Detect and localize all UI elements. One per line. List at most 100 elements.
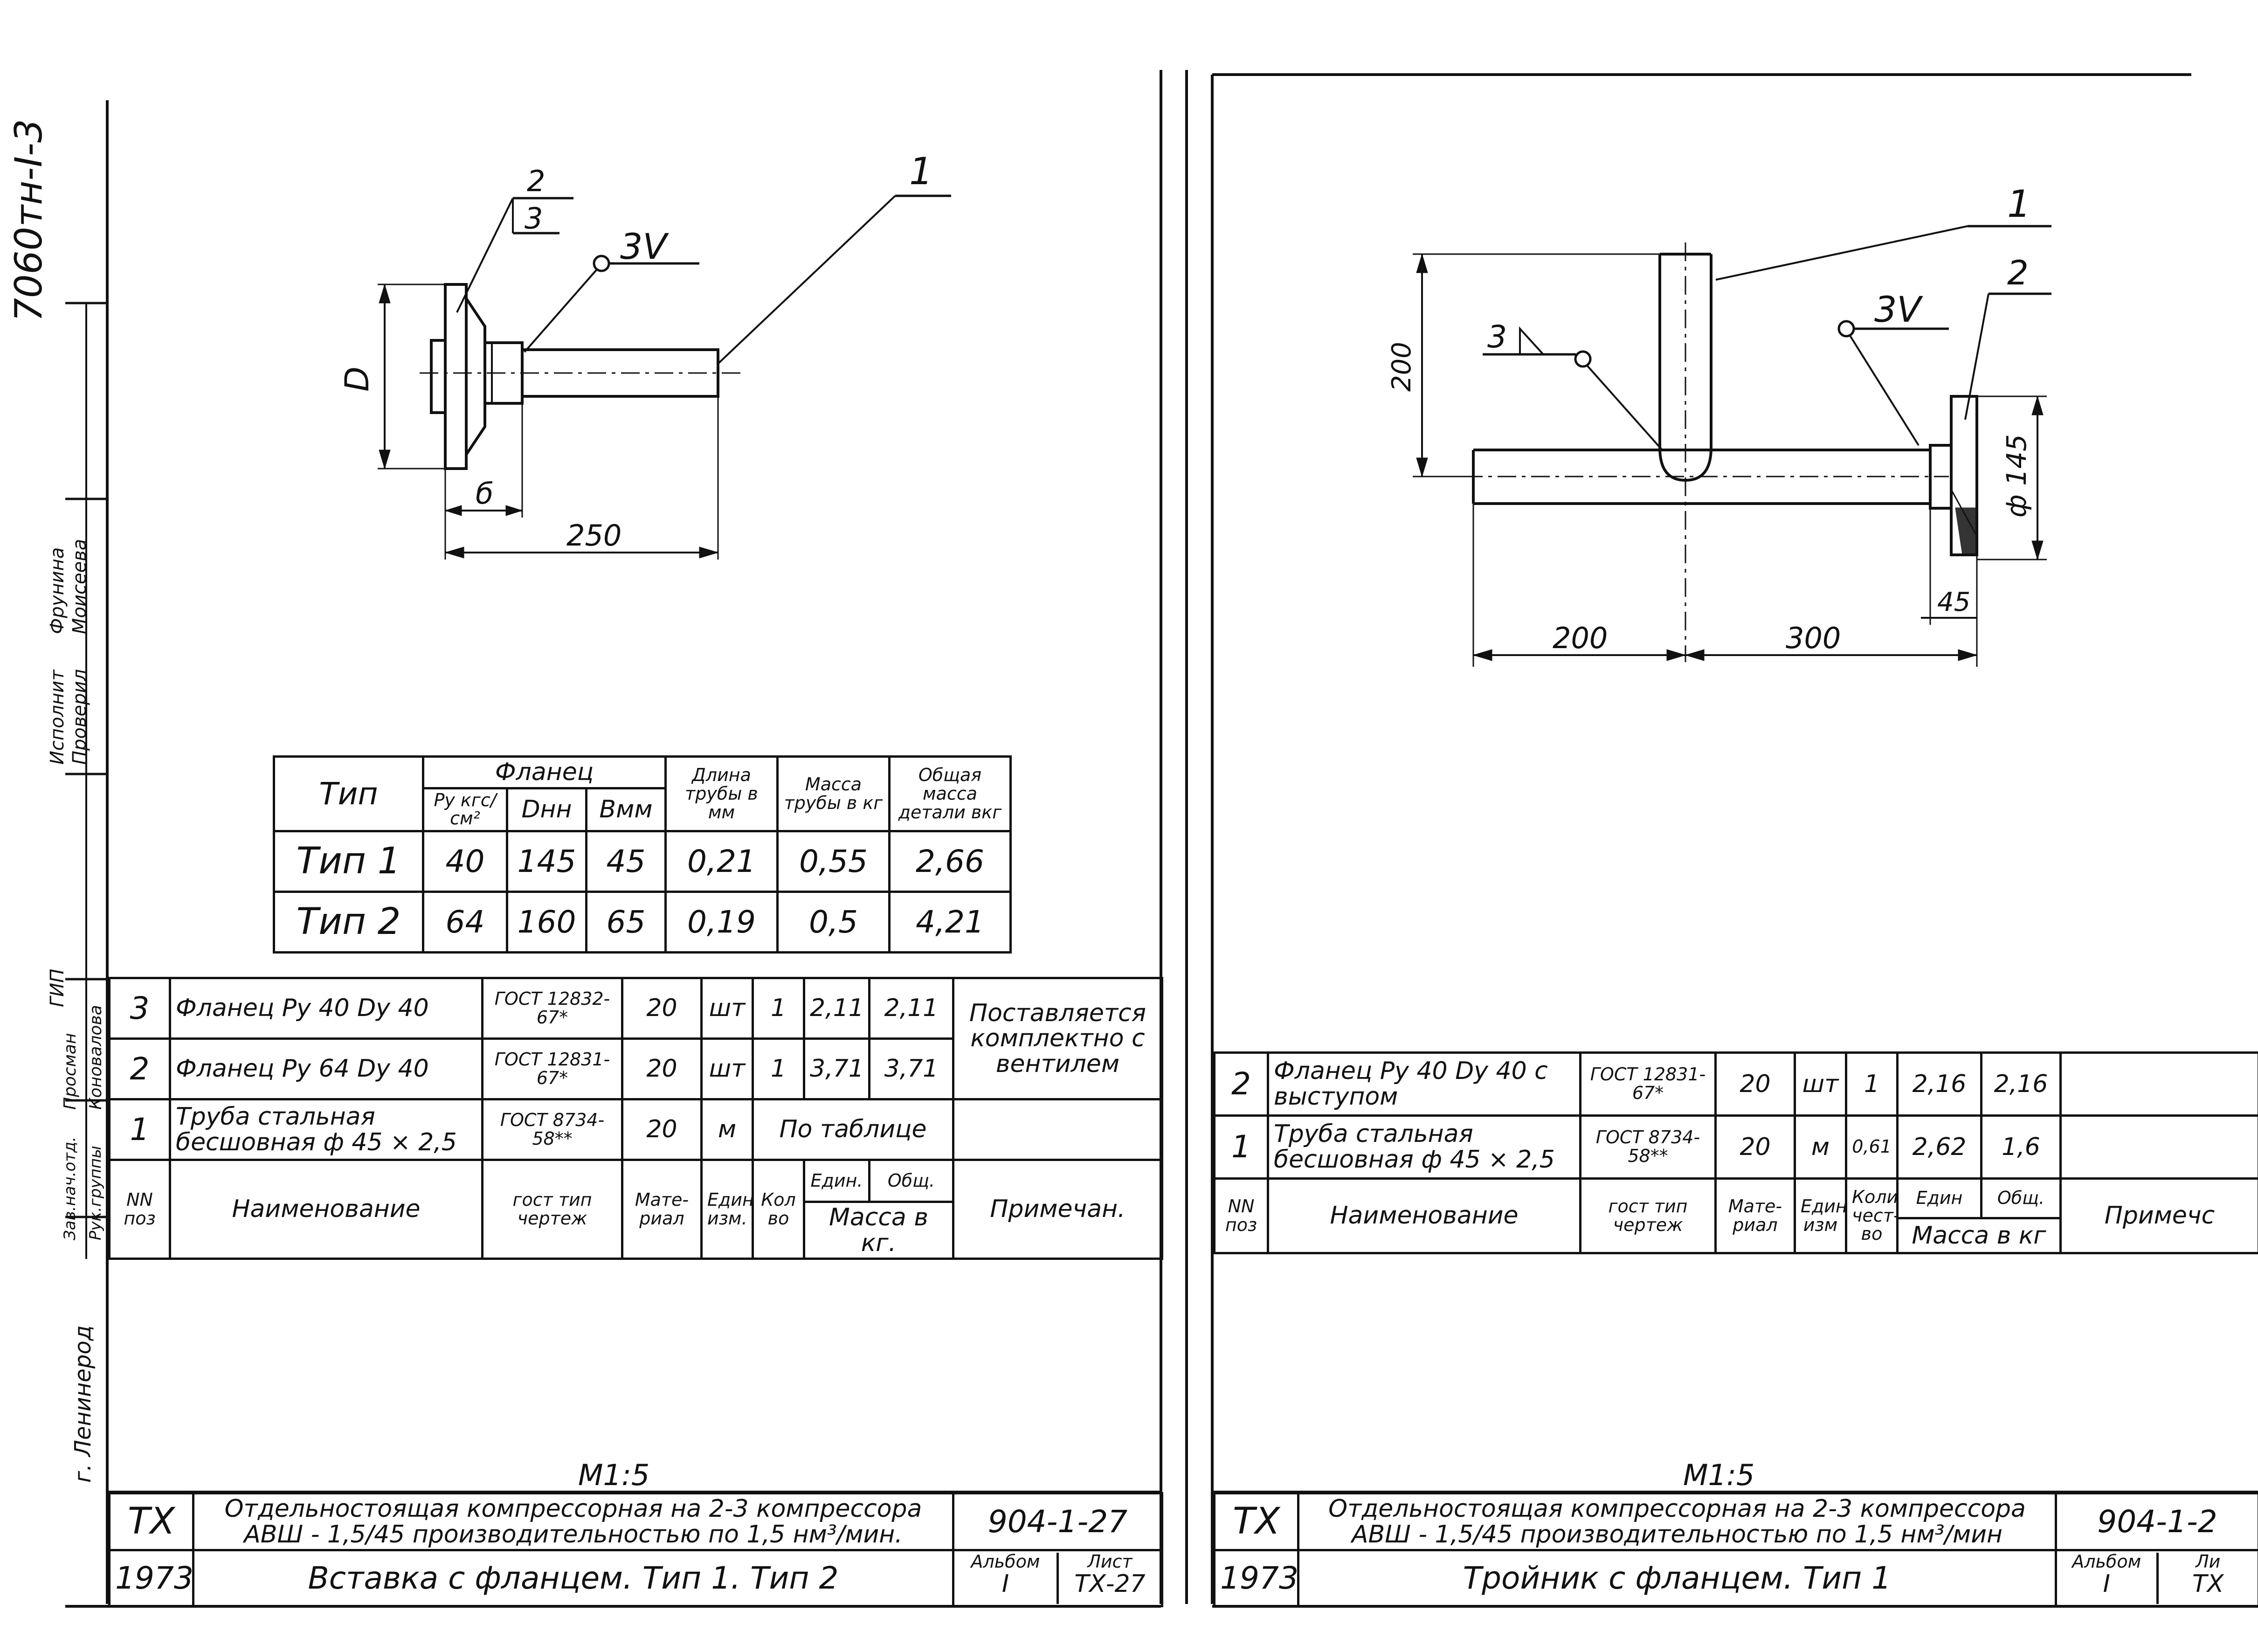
title-code: ТХ [1213,1492,1299,1552]
cell: 3,71 [868,1037,954,1100]
header-gost: гост тип чертеж [481,1158,623,1260]
cell: 0,61 [1845,1114,1899,1180]
right-scale: М1:5 [1683,1458,1754,1492]
table-row: Тип 2 64 160 65 0,19 0,5 4,21 [273,891,1012,954]
left-weld-mark: 3V [620,226,669,267]
album-value: I [2103,1569,2110,1598]
cell: 0,21 [664,830,779,893]
cell: 20 [1714,1114,1796,1180]
cell: Труба стальная бесшовная ф 45 × 2,5 [1267,1114,1581,1180]
left-scale: М1:5 [578,1458,649,1492]
type-table-header-b: Вмм [585,787,667,833]
album-label: Альбом [971,1551,1040,1572]
side-label: Рук.группы [86,1146,105,1240]
header-material: Мате- риал [1714,1177,1796,1254]
cell: 2,16 [1896,1051,1982,1117]
sheet-box: Лист ТХ-27 [1059,1551,1160,1604]
cell: 20 [621,977,703,1040]
header-mass-unit: Един [1896,1177,1982,1219]
cell: 0,5 [776,891,891,954]
cell: 0,19 [664,891,779,954]
cell: м [1794,1114,1847,1180]
header-mass-total: Общ. [868,1159,954,1203]
right-title-block: ТХ Отдельностоящая компрессорная на 2-3 … [1213,1492,2258,1608]
side-label: Проверил [69,669,90,765]
album-box: Альбом I [2058,1551,2159,1604]
type-table: Тип Фланец Длина трубы в мм Масса трубы … [273,755,1012,954]
side-label: Коновалова [86,1005,105,1110]
cell: 0,55 [776,830,891,893]
right-dim-l200: 200 [1553,621,1608,655]
header-pos: NN поз [108,1158,171,1260]
cell: 2 [108,1037,171,1100]
cell: Фланец Ру 40 Dy 40 с выступом [1267,1051,1581,1117]
album-sheet-cell: Альбом I Ли ТХ [2055,1549,2258,1608]
left-dim-250: 250 [566,518,621,553]
sheet-title: Вставка с фланцем. Тип 1. Тип 2 [192,1549,954,1608]
side-label: ГИП [47,968,68,1007]
header-mass-total: Общ. [1980,1177,2062,1219]
right-spec-table: 2 Фланец Ру 40 Dy 40 с выступом ГОСТ 128… [1213,1051,2258,1254]
cell: ГОСТ 12832-67* [481,977,623,1040]
project-title: Отдельностоящая компрессорная на 2-3 ком… [1297,1492,2057,1552]
side-label: Моисеева [69,539,90,634]
cell: 1,6 [1980,1114,2062,1180]
side-label: Исполнит [47,670,68,765]
cell: Труба стальная бесшовная ф 45 × 2,5 [169,1098,483,1161]
type-table-header-dn: Dнн [506,787,587,833]
right-dim-h200: 200 [1387,342,1417,392]
right-weld-mark: 3V [1874,289,1923,330]
album-label: Альбом [2072,1551,2141,1572]
cell: 64 [422,891,508,954]
cell [2059,1051,2258,1117]
note-cell: Поставляется комплектно с вентилем [952,977,1163,1100]
left-callout-2: 2 [527,164,545,198]
cell [952,1098,1163,1161]
header-qty: Кол во [752,1158,805,1260]
cell: 65 [585,891,667,954]
header-material: Мате- риал [621,1158,703,1260]
cell: ГОСТ 12831-67* [481,1037,623,1100]
right-dim-45: 45 [1937,587,1970,617]
header-mass: Масса в кг [1896,1217,2062,1254]
title-year: 1973 [108,1549,194,1608]
cell: 160 [506,891,587,954]
cell: 45 [585,830,667,893]
album-box: Альбом I [956,1551,1059,1604]
header-note: Примечс [2059,1177,2258,1254]
cell: м [700,1098,754,1161]
cell: Фланец Ру 40 Dy 40 [169,977,483,1040]
left-dim-b: б [476,477,493,511]
cell: 2 [1213,1051,1269,1117]
sheet-box: Ли ТХ [2159,1551,2257,1604]
header-unit: Един изм [1794,1177,1847,1254]
right-callout-1: 1 [2007,182,2031,226]
cell: ГОСТ 8734-58** [1579,1114,1717,1180]
sheet-label: Ли [2196,1551,2221,1572]
table-row: 2 Фланец Ру 40 Dy 40 с выступом ГОСТ 128… [1213,1051,2258,1117]
cell: 1 [752,1037,805,1100]
table-row: 3 Фланец Ру 40 Dy 40 ГОСТ 12832-67* 20 ш… [108,977,1163,1100]
album-sheet-cell: Альбом I Лист ТХ-27 [952,1549,1163,1608]
cell: Тип 2 [273,891,424,954]
header-name: Наименование [169,1158,483,1260]
right-dim-dia145: ф 145 [2001,434,2032,518]
header-name: Наименование [1267,1177,1581,1254]
cell: 1 [752,977,805,1040]
left-dim-D: D [338,366,376,392]
header-qty: Коли чест- во [1845,1177,1899,1254]
cell: ГОСТ 8734-58** [481,1098,623,1161]
table-row: 1 Труба стальная бесшовная ф 45 × 2,5 ГО… [1213,1114,2258,1180]
cell: 2,16 [1980,1051,2062,1117]
right-callout-2: 2 [2007,253,2029,292]
sheet-value: ТХ-27 [1074,1569,1146,1598]
cell: 3,71 [803,1037,870,1100]
cell: ГОСТ 12831-67* [1579,1051,1717,1117]
header-gost: гост тип чертеж [1579,1177,1717,1254]
cell: По таблице [752,1098,954,1161]
cell: 2,66 [888,830,1012,893]
side-label: Зав.нач.отд. [61,1136,79,1240]
sheet-label: Лист [1087,1551,1132,1572]
